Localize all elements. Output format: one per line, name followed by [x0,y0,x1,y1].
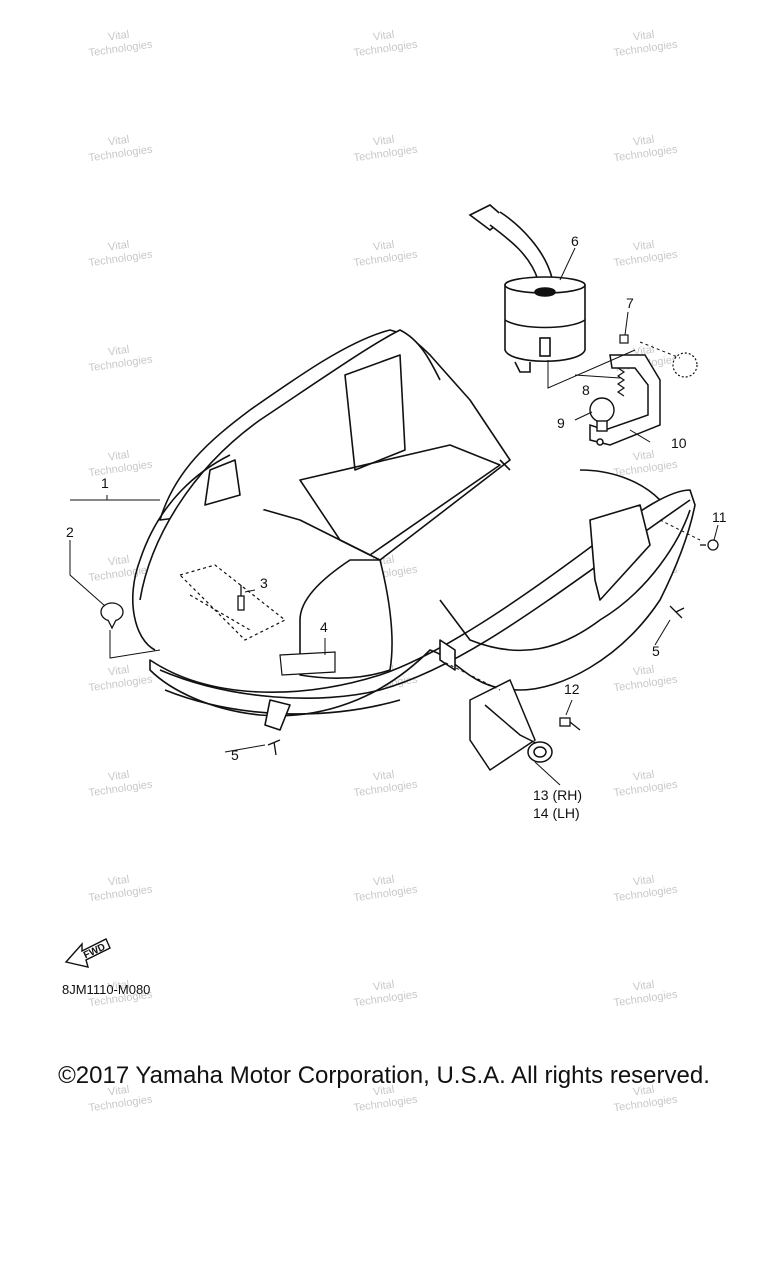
svg-text:Vital: Vital [372,979,395,994]
svg-text:Vital: Vital [632,134,655,149]
callout-10: 10 [671,435,687,451]
svg-text:Vital: Vital [372,874,395,889]
mounting-plate [178,564,287,641]
svg-text:Vital: Vital [632,769,655,784]
svg-text:Vital: Vital [372,134,395,149]
callout-7: 7 [626,295,634,311]
callout-3: 3 [260,575,268,591]
grommet-knob [589,397,615,432]
screw-11 [700,539,719,551]
svg-text:Vital: Vital [107,239,130,254]
svg-text:Vital: Vital [372,29,395,44]
fwd-arrow-icon: FWD [64,938,111,968]
svg-text:Vital: Vital [107,1084,130,1099]
rivet-5-left [267,739,281,756]
bracket [589,354,661,446]
diagram-code: 8JM1110-M080 [62,982,150,997]
svg-text:Vital: Vital [107,769,130,784]
callout-8: 8 [582,382,590,398]
svg-text:Vital: Vital [372,239,395,254]
label-sticker [279,651,336,676]
svg-text:Vital: Vital [372,1084,395,1099]
svg-text:Vital: Vital [632,29,655,44]
svg-text:Vital: Vital [107,664,130,679]
callout-4: 4 [320,619,328,635]
svg-text:Vital: Vital [107,449,130,464]
cap-plug [100,602,124,630]
svg-text:Vital: Vital [107,554,130,569]
callouts: 1 2 3 4 5 5 6 7 8 9 10 11 12 13 (RH) 14 … [66,233,727,821]
callout-9: 9 [557,415,565,431]
rivet-5-right [669,605,685,619]
bolt-7 [619,334,698,378]
bolt-12 [559,717,581,731]
bolt-3 [237,585,245,611]
svg-text:Vital: Vital [107,979,130,994]
svg-text:Vital: Vital [107,874,130,889]
svg-text:Vital: Vital [372,769,395,784]
svg-text:Vital: Vital [632,1084,655,1099]
muffler [468,204,586,373]
callout-12: 12 [564,681,580,697]
svg-text:Vital: Vital [107,134,130,149]
svg-text:Vital: Vital [632,979,655,994]
fwd-label: FWD [82,942,107,962]
callout-5-right: 5 [652,643,660,659]
svg-text:Vital: Vital [632,664,655,679]
svg-text:Vital: Vital [632,874,655,889]
callout-2: 2 [66,524,74,540]
svg-text:Vital: Vital [632,449,655,464]
vent-cover [469,678,553,772]
callout-11: 11 [712,509,727,525]
callout-13: 13 (RH) [533,787,582,803]
spring [616,367,626,397]
callout-6: 6 [571,233,579,249]
svg-text:Vital: Vital [107,344,130,359]
hull-assembly [132,329,696,731]
callout-5-left: 5 [231,747,239,763]
copyright-notice: ©2017 Yamaha Motor Corporation, U.S.A. A… [58,1062,710,1089]
callout-1: 1 [101,475,109,491]
callout-14: 14 (LH) [533,805,580,821]
leader-lines [69,247,719,786]
svg-text:Vital: Vital [107,29,130,44]
svg-text:Vital: Vital [632,239,655,254]
